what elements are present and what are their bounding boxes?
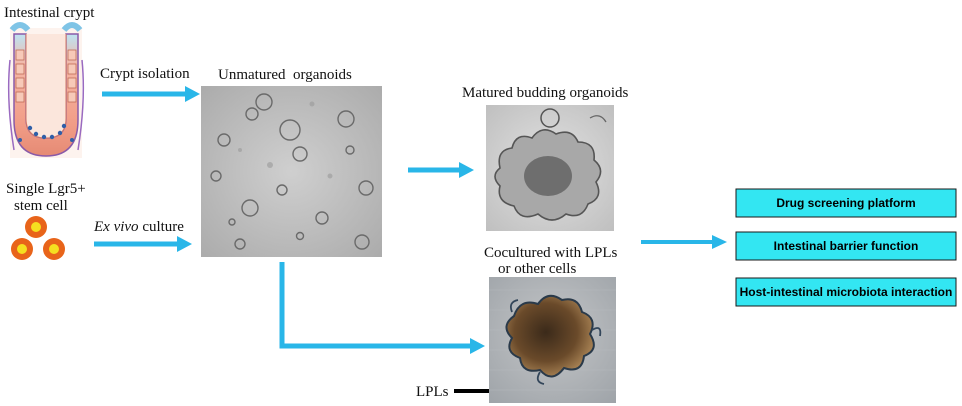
outcome-box: Intestinal barrier function [735, 231, 957, 261]
to-matured-arrowhead [459, 162, 474, 178]
cocultured-organoid-image [489, 277, 616, 403]
lpls-label: LPLs [416, 384, 449, 400]
arrows [94, 86, 727, 397]
outcome-box-frame [735, 231, 957, 261]
intestinal-crypt-illustration [7, 22, 85, 158]
stem-cell-nucleus [31, 222, 41, 232]
outcome-box-label: Drug screening platform [776, 196, 915, 210]
to-outcomes-arrowhead [712, 235, 727, 249]
crypt-isolation-arrowhead [185, 86, 200, 102]
matured-budding-organoids-label: Matured budding organoids [462, 85, 629, 101]
to-coculture-arrow [279, 262, 471, 349]
ex-vivo-rest: culture [139, 219, 185, 235]
matured-budding-organoids-image [486, 105, 614, 231]
stem-cell [11, 238, 33, 260]
outcome-box-frame [735, 188, 957, 218]
lgr5-stem-cells [11, 216, 65, 260]
unmatured-organoids-label: Unmatured organoids [218, 67, 352, 83]
stem-cell-nucleus [17, 244, 27, 254]
cocultured-label-line2: or other cells [498, 261, 576, 277]
intestinal-crypt-label: Intestinal crypt [4, 5, 95, 21]
stem-cell-nucleus [49, 244, 59, 254]
to-coculture-arrowhead [470, 338, 485, 354]
crypt-isolation-label: Crypt isolation [100, 66, 190, 82]
cocultured-label-line1: Cocultured with LPLs [484, 245, 617, 261]
ex-vivo-culture-arrowhead [177, 236, 192, 252]
outcome-box-frame [735, 277, 957, 307]
outcome-box: Host-intestinal microbiota interaction [735, 277, 957, 307]
stem-cell [25, 216, 47, 238]
ex-vivo-culture-label: Ex vivo culture [93, 219, 184, 235]
single-lgr5-label-line2: stem cell [14, 198, 68, 214]
outcome-box-label: Intestinal barrier function [774, 239, 919, 253]
outcome-box: Drug screening platform [735, 188, 957, 218]
single-lgr5-label-line1: Single Lgr5+ [6, 181, 86, 197]
ex-vivo-italic: Ex vivo [93, 219, 139, 235]
outcome-box-label: Host-intestinal microbiota interaction [740, 285, 953, 299]
stem-cell [43, 238, 65, 260]
unmatured-organoids-image [201, 86, 382, 257]
